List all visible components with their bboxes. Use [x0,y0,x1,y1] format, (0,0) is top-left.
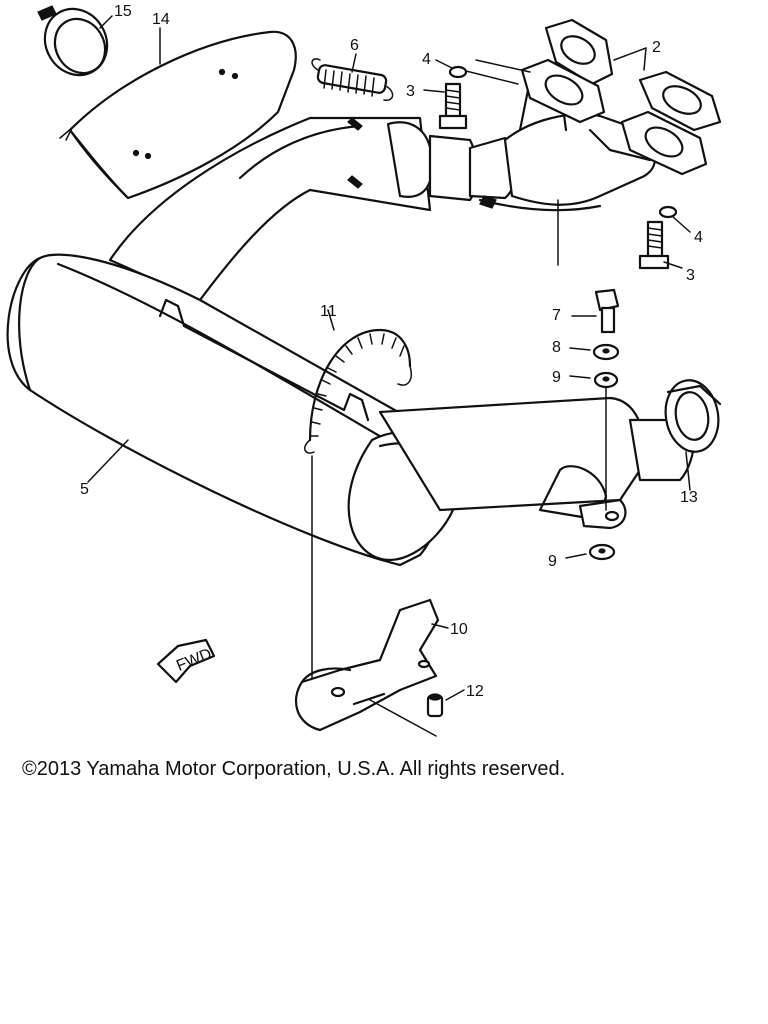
part-13-grommet[interactable] [660,376,724,456]
part-3-bolt-lower[interactable] [638,220,670,270]
callout-8: 8 [552,339,561,356]
part-7-bolt[interactable] [594,288,620,334]
callout-11: 11 [320,303,337,320]
part-5-muffler[interactable] [6,253,696,567]
callout-4-upper: 4 [422,51,431,68]
part-2-gasket-upper[interactable] [544,18,614,86]
part-15-band-clamp[interactable] [33,0,119,86]
callout-3-upper: 3 [406,83,415,100]
leader-lines [87,15,691,701]
callout-12: 12 [466,683,484,700]
part-3-bolt-upper[interactable] [438,82,468,130]
callout-10: 10 [450,621,468,638]
callout-4-lower: 4 [694,229,703,246]
exhaust-parts-diagram: FWD 15 14 6 4 3 2 4 3 11 7 8 9 5 13 [6,0,724,737]
callout-labels: 15 14 6 4 3 2 4 3 11 7 8 9 5 13 9 10 12 [80,3,703,700]
part-8-washer[interactable] [592,343,620,361]
part-4-washer-lower[interactable] [658,205,678,219]
part-6-spring[interactable] [311,58,394,101]
exhaust-flange-lower[interactable] [620,110,708,176]
copyright-notice: ©2013 Yamaha Motor Corporation, U.S.A. A… [22,758,566,780]
part-9-collar-lower[interactable] [588,543,616,561]
part-2-gasket-lower[interactable] [638,70,722,132]
callout-15: 15 [114,3,132,20]
part-10-bracket[interactable] [294,598,440,737]
callout-7: 7 [552,307,561,324]
callout-3-lower: 3 [686,267,695,284]
part-14-heat-protector[interactable] [59,30,297,200]
part-12-bolt[interactable] [426,693,444,718]
part-1-exhaust-pipe[interactable] [108,78,656,302]
part-11-spring[interactable] [304,328,412,681]
callout-13: 13 [680,489,698,506]
callout-5: 5 [80,481,89,498]
callout-2: 2 [652,39,661,56]
callout-9-upper: 9 [552,369,561,386]
callout-6: 6 [350,37,359,54]
part-4-washer-upper[interactable] [448,65,468,79]
exhaust-flange-upper[interactable] [520,58,606,124]
callout-14: 14 [152,11,170,28]
fwd-arrow: FWD [156,638,216,684]
part-9-collar-upper[interactable] [593,371,619,389]
callout-9-lower: 9 [548,553,557,570]
